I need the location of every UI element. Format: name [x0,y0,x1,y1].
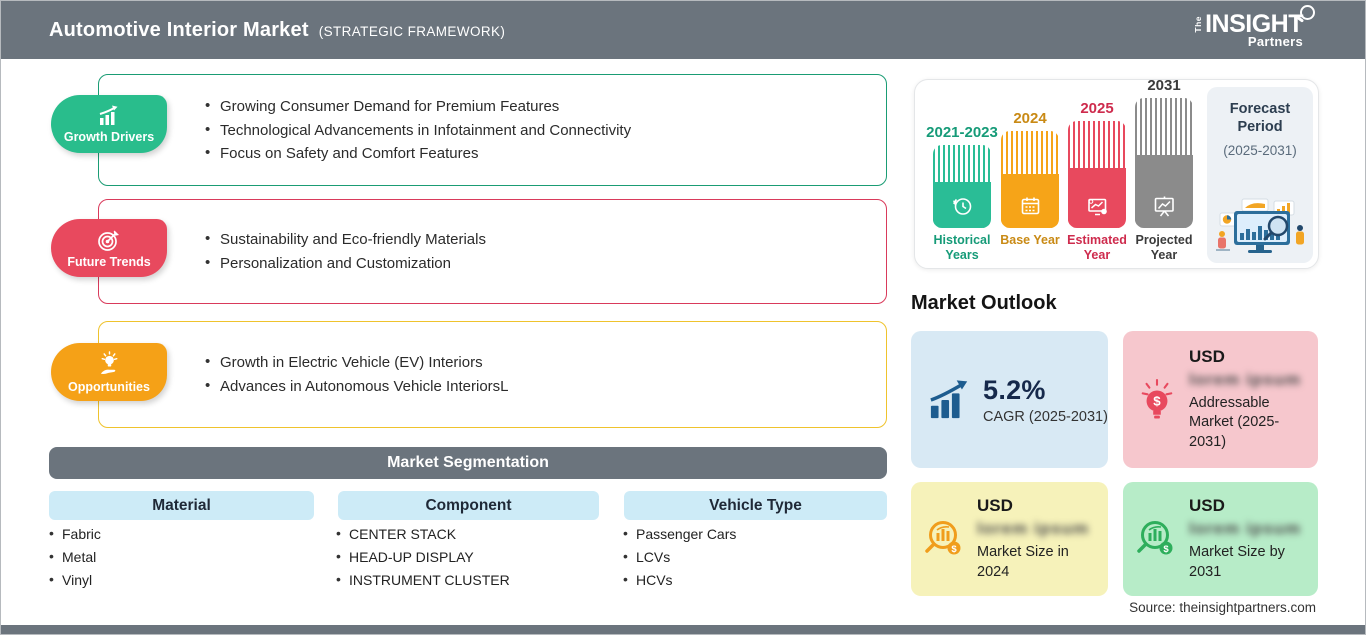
growth-drivers-panel: Growing Consumer Demand for Premium Feat… [98,74,887,186]
bar-chart-rising-icon [99,105,118,125]
bar-growth-arrow-icon [930,379,968,418]
header-bar: Automotive Interior Market (STRATEGIC FRA… [1,1,1365,59]
bar-caption: Projected Year [1135,233,1193,262]
list-item: HCVs [623,571,736,588]
component-items: CENTER STACK HEAD-UP DISPLAY INSTRUMENT … [336,525,510,595]
forecast-monitor-icon [1087,198,1107,216]
timeline-bar-base [1001,131,1059,228]
magnifier-icon [1300,4,1315,20]
badge-label: Growth Drivers [63,129,155,144]
forecast-period-range: (2025-2031) [1223,143,1297,159]
market-outlook-title: Market Outlook [911,292,1057,314]
header-titles: Automotive Interior Market (STRATEGIC FRA… [49,19,505,42]
future-trends-badge: Future Trends [51,219,167,277]
bar-caption: Estimated Year [1067,233,1127,262]
list-item: INSTRUMENT CLUSTER [336,571,510,588]
list-item: Advances in Autonomous Vehicle Interiors… [205,377,886,395]
target-dart-icon [98,230,119,251]
analytics-illustration [1216,198,1304,253]
lightbulb-dollar-icon: $ [1141,378,1173,419]
year-label: 2021-2023 [926,124,998,141]
list-item: HEAD-UP DISPLAY [336,548,510,565]
opportunities-badge: Opportunities [51,343,167,401]
segment-column-header-material: Material [49,491,314,520]
badge-label: Future Trends [67,254,151,269]
timeline-bar-projected [1135,98,1193,228]
redacted-value: lorem ipsum [977,518,1090,538]
page-subtitle: (STRATEGIC FRAMEWORK) [318,23,506,39]
list-item: Growing Consumer Demand for Premium Feat… [205,97,886,115]
clock-history-icon [952,198,971,215]
badge-label: Opportunities [68,379,150,394]
calendar-icon [1021,197,1039,215]
currency-label: USD [1189,346,1225,366]
redacted-value: lorem ipsum [1189,369,1302,389]
list-item: Fabric [49,525,101,542]
opportunities-panel: Growth in Electric Vehicle (EV) Interior… [98,321,887,428]
magnifier-chart-dollar-icon: $ [925,521,961,555]
list-item: Personalization and Customization [205,254,886,272]
logo-the-text: The [1193,15,1204,33]
growth-drivers-list: Growing Consumer Demand for Premium Feat… [205,92,886,169]
market-size-2024-card: $ USD lorem ipsum Market Size in 2024 [911,482,1108,596]
hand-lightbulb-icon [100,350,117,374]
future-trends-panel: Sustainability and Eco-friendly Material… [98,199,887,304]
cagr-card: 5.2% CAGR (2025-2031) [911,331,1108,468]
timeline-bar-estimated [1068,121,1126,228]
year-label: 2024 [1013,110,1047,127]
forecast-period-title: Forecast Period [1229,101,1291,136]
year-label: 2025 [1080,100,1114,117]
bar-caption: Historical Years [933,233,991,262]
growth-drivers-badge: Growth Drivers [51,95,167,153]
currency-label: USD [1189,495,1225,515]
segment-column-header-vehicle-type: Vehicle Type [624,491,887,520]
list-item: Focus on Safety and Comfort Features [205,144,886,162]
logo-insight-text: INSIGHT [1205,9,1303,38]
card-label: Market Size in 2024 [977,543,1069,580]
market-segmentation-header: Market Segmentation [49,447,887,479]
svg-text:$: $ [1153,393,1161,408]
vehicle-type-items: Passenger Cars LCVs HCVs [623,525,736,595]
timeline-bar-historical [933,145,991,228]
opportunities-list: Growth in Electric Vehicle (EV) Interior… [205,348,886,402]
list-item: Technological Advancements in Infotainme… [205,121,886,139]
cagr-value: 5.2% [983,374,1046,405]
bar-caption: Base Year [1000,233,1060,247]
research-timeline-card: 2021-2023 2024 2025 2031 [914,77,1319,269]
segment-column-header-component: Component [338,491,599,520]
addressable-market-card: $ USD lorem ipsum Addressable Market (20… [1123,331,1318,468]
list-item: Metal [49,548,101,565]
page-title: Automotive Interior Market [49,18,309,41]
cagr-label: CAGR (2025-2031) [983,408,1108,425]
brand-logo: The INSIGHT Partners [1193,4,1317,49]
list-item: Sustainability and Eco-friendly Material… [205,230,886,248]
magnifier-chart-dollar-icon: $ [1137,521,1173,555]
list-item: CENTER STACK [336,525,510,542]
redacted-value: lorem ipsum [1189,518,1302,538]
material-items: Fabric Metal Vinyl [49,525,101,595]
forecast-period-panel: Forecast Period (2025-2031) [1207,87,1313,263]
year-label: 2031 [1147,77,1181,94]
currency-label: USD [977,495,1013,515]
card-label: Market Size by 2031 [1189,543,1285,580]
presentation-chart-icon [1154,196,1174,217]
logo-partners-text: Partners [1247,33,1303,49]
svg-text:$: $ [951,544,957,555]
list-item: Vinyl [49,571,101,588]
footer-bar [1,625,1365,634]
list-item: Passenger Cars [623,525,736,542]
market-size-2031-card: $ USD lorem ipsum Market Size by 2031 [1123,482,1318,596]
list-item: Growth in Electric Vehicle (EV) Interior… [205,353,886,371]
svg-text:$: $ [1163,544,1169,555]
list-item: LCVs [623,548,736,565]
future-trends-list: Sustainability and Eco-friendly Material… [205,225,886,279]
source-attribution: Source: theinsightpartners.com [1129,600,1316,615]
card-label: Addressable Market (2025-2031) [1189,394,1280,450]
